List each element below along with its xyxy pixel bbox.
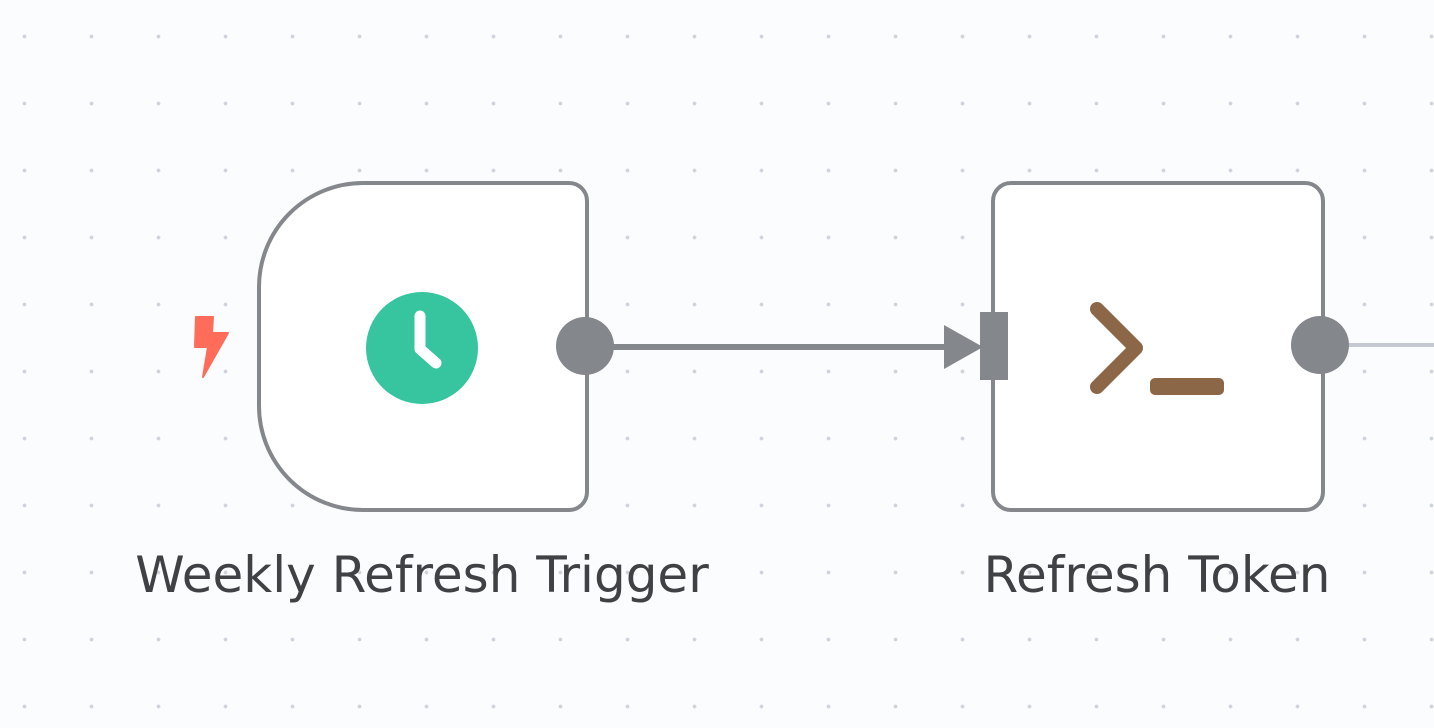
node-refresh-token[interactable] [991, 181, 1325, 512]
connection-arrowhead [944, 325, 983, 369]
terminal-prompt-icon [1090, 302, 1224, 395]
node-label-weekly-refresh-trigger: Weekly Refresh Trigger [135, 546, 709, 604]
lightning-bolt-icon [194, 316, 229, 378]
trigger-output-handle[interactable] [556, 317, 614, 375]
node-label-refresh-token: Refresh Token [983, 546, 1331, 604]
code-output-handle[interactable] [1291, 316, 1349, 374]
code-input-handle[interactable] [980, 312, 1008, 380]
clock-icon [366, 292, 478, 404]
